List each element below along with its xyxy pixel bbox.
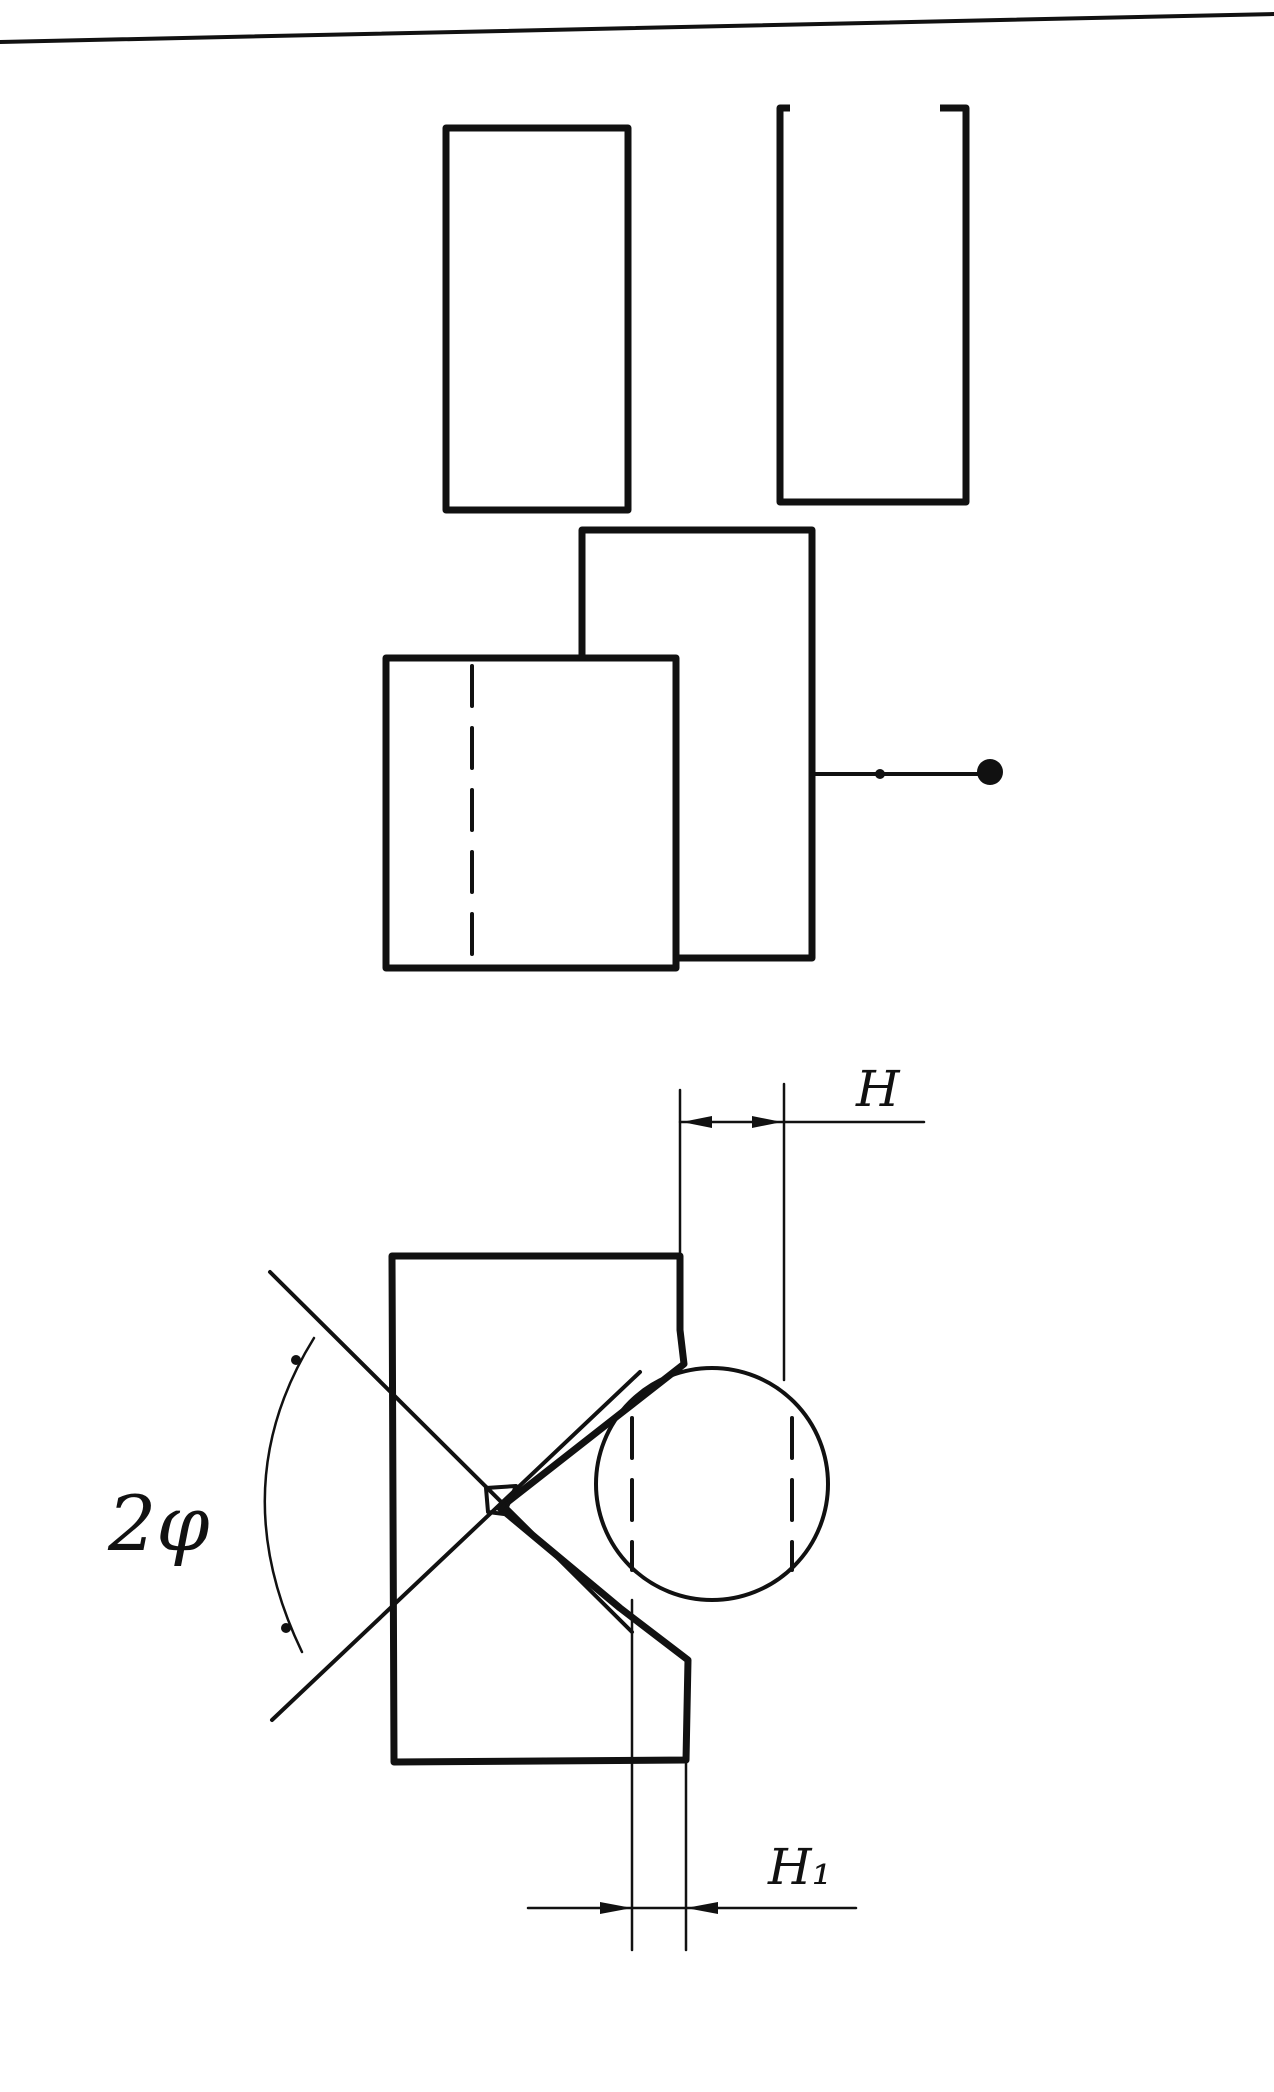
angle-arc-mark-top: [291, 1355, 301, 1365]
dimension-h-arrow-left: [682, 1116, 712, 1128]
dimension-h1-label: H₁: [767, 1838, 832, 1896]
v-angle-line-2: [270, 1370, 642, 1722]
probe-tip: [977, 759, 1003, 785]
dimension-h1-arrow-left: [600, 1902, 632, 1914]
page-top-border: [0, 12, 1274, 44]
dimension-h-arrow-right: [752, 1116, 782, 1128]
v-block-view: 2φ: [107, 1252, 830, 1766]
angle-label: 2φ: [107, 1479, 210, 1568]
hatched-jaw-left: [442, 124, 632, 514]
dimension-h1-arrow-right: [686, 1902, 718, 1914]
dimension-h: H: [678, 1060, 926, 1382]
hatched-jaw-right: [776, 104, 970, 506]
plan-view: [382, 526, 1003, 972]
plan-view-upper-block: [578, 526, 816, 962]
v-block-outline: [388, 1252, 692, 1766]
hatched-jaws: [442, 96, 970, 514]
measured-cylinder: [594, 1366, 830, 1602]
plan-view-large-block: [382, 654, 680, 972]
dimension-h1: H₁: [526, 1598, 858, 1952]
v-angle-line-1: [268, 1270, 634, 1634]
v-block-center-mark: [484, 1484, 518, 1516]
angle-arc: [263, 1336, 316, 1654]
dimension-h-label: H: [855, 1060, 901, 1118]
angle-arc-mark-bottom: [281, 1623, 291, 1633]
probe-stem-mark: [875, 769, 885, 779]
hatched-jaw-right-top-gap: [790, 96, 940, 122]
